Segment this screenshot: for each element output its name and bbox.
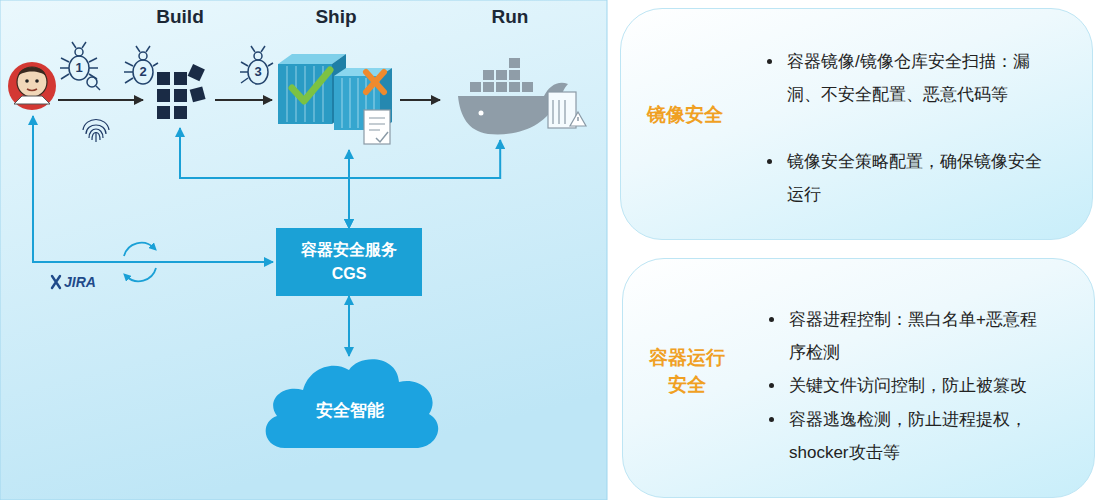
service-box: 容器安全服务 CGS (276, 228, 422, 296)
bug-icon (240, 46, 273, 84)
run-stage: Run (440, 4, 580, 140)
panel-heading: 容器运行 安全 (645, 344, 729, 398)
bullet-dot (769, 317, 774, 322)
feedback-line (33, 116, 273, 262)
bullet-text: 容器镜像/镜像仓库安全扫描：漏洞、不安全配置、恶意代码等 (787, 45, 1049, 111)
build-blocks (157, 64, 206, 119)
bullet-item: 关键文件访问控制，防止被篡改 (769, 369, 1069, 402)
panel-heading: 镜像安全 (647, 101, 723, 128)
node-text: 安全智能 (316, 399, 384, 422)
bug-icon (124, 46, 158, 84)
bullet-text: 镜像安全策略配置，确保镜像安全运行 (787, 145, 1049, 211)
intelligence-cloud: 安全智能 (257, 356, 443, 452)
cycle-icon (124, 243, 156, 281)
bullet-item: 容器进程控制：黑白名单+恶意程序检测 (769, 303, 1069, 369)
bullet-text: 容器进程控制：黑白名单+恶意程序检测 (789, 303, 1051, 369)
bullet-dot (767, 159, 772, 164)
connector (349, 140, 500, 228)
flow-arrow (58, 99, 143, 101)
stage-label: Run (440, 6, 580, 28)
stage-label: Build (145, 6, 215, 28)
bullet-dot (767, 59, 772, 64)
callout-number: 1 (73, 60, 85, 76)
connector (215, 99, 272, 101)
jira-mark (52, 276, 60, 288)
cloud-outline (266, 359, 439, 448)
bullet-item: 容器逃逸检测，防止进程提权，shocker攻击等 (769, 403, 1069, 469)
bullet-dot (769, 417, 774, 422)
document-warning-icon (548, 92, 586, 128)
connector (400, 99, 440, 101)
bullet-item: 容器镜像/镜像仓库安全扫描：漏洞、不安全配置、恶意代码等 (767, 45, 1067, 111)
logo-text: JIRA (64, 274, 96, 290)
jenkins-icon (8, 62, 56, 110)
document-icon (364, 110, 390, 144)
connector (180, 128, 349, 228)
feature-panel: 容器运行 安全 容器进程控制：黑白名单+恶意程序检测关键文件访问控制，防止被篡改容… (622, 258, 1095, 498)
ship-stage: Ship (272, 4, 400, 150)
bullet-item: 镜像安全策略配置，确保镜像安全运行 (767, 145, 1067, 211)
node-text: 容器安全服务 CGS (296, 238, 402, 286)
bug-icon (60, 42, 100, 90)
callout-number: 3 (252, 64, 264, 80)
fingerprint-icon (83, 120, 109, 143)
stage-label: Ship (272, 6, 400, 28)
feature-panel: 镜像安全 容器镜像/镜像仓库安全扫描：漏洞、不安全配置、恶意代码等镜像安全策略配置… (620, 8, 1093, 240)
callout-number: 2 (137, 64, 149, 80)
build-stage: Build (145, 4, 215, 128)
connector (348, 296, 350, 356)
bullet-text: 关键文件访问控制，防止被篡改 (789, 369, 1051, 402)
bullet-dot (769, 383, 774, 388)
left-background (0, 0, 607, 500)
bullet-text: 容器逃逸检测，防止进程提权，shocker攻击等 (789, 403, 1051, 469)
